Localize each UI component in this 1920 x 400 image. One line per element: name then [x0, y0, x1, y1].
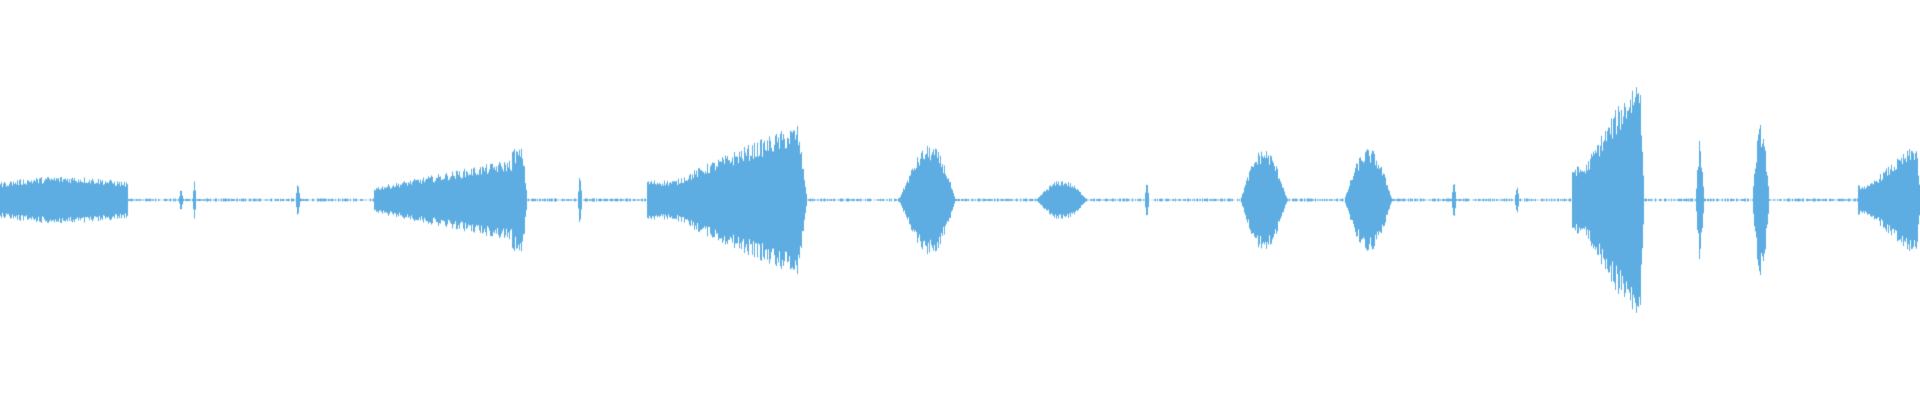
audio-waveform: [0, 0, 1920, 400]
